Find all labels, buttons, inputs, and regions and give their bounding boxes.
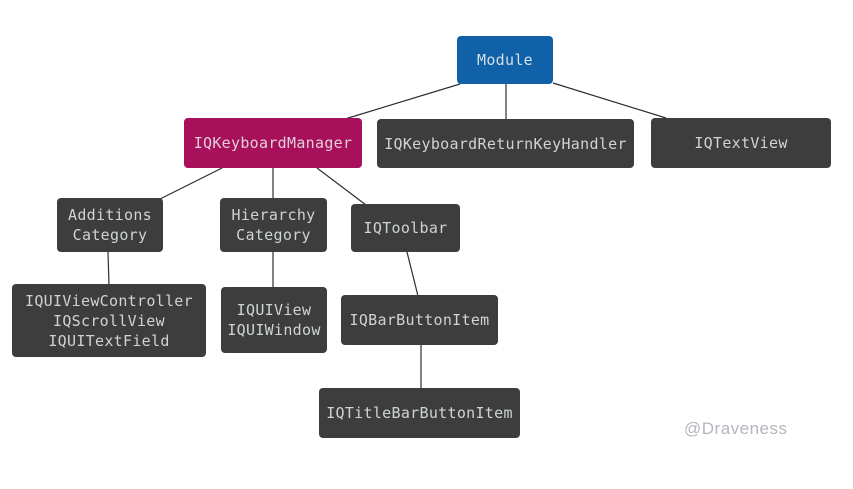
node-hierarchy-category: Hierarchy Category [220,198,327,252]
node-additions-classes: IQUIViewController IQScrollView IQUIText… [12,284,206,357]
edge-iqkeyboardmanager-iqtoolbar [316,167,367,206]
node-label-line: IQUIWindow [227,321,321,339]
node-label: IQToolbar [363,219,448,237]
node-iqkeyboardreturnkeyhandler: IQKeyboardReturnKeyHandler [377,119,634,168]
node-label: IQBarButtonItem [349,311,490,329]
node-label-line: IQUITextField [48,331,170,350]
node-label-line: Hierarchy [231,206,316,224]
node-label-line: IQUIViewController [25,291,193,310]
node-iqtoolbar: IQToolbar [351,204,460,252]
edge-iqkeyboardmanager-additions-category [159,167,223,200]
node-label: IQTextView [694,134,788,152]
node-module: Module [457,36,553,84]
node-label-line: IQScrollView [53,311,165,330]
node-label: IQKeyboardReturnKeyHandler [384,134,627,153]
node-iqkeyboardmanager: IQKeyboardManager [184,118,362,168]
node-iqbarbuttonitem: IQBarButtonItem [341,295,498,345]
edge-module-iqtextview [552,82,667,119]
node-additions-category: Additions Category [57,198,163,252]
node-iqtitlebarbuttonitem: IQTitleBarButtonItem [319,388,520,438]
watermark-credit: @Draveness [684,419,788,438]
node-iqtextview: IQTextView [651,118,831,168]
node-label: IQKeyboardManager [193,134,353,152]
edge-iqtoolbar-iqbarbuttonitem [406,251,419,297]
node-label: IQTitleBarButtonItem [326,404,513,422]
edge-additions-category-classes [107,251,110,286]
node-hierarchy-classes: IQUIView IQUIWindow [221,287,327,353]
edge-module-iqkeyboardmanager [344,83,461,120]
node-label-line: IQUIView [236,301,312,319]
node-label-line: Category [72,226,148,244]
node-label-line: Additions [68,206,152,224]
node-label-line: Category [236,226,311,244]
node-label: Module [477,51,533,69]
